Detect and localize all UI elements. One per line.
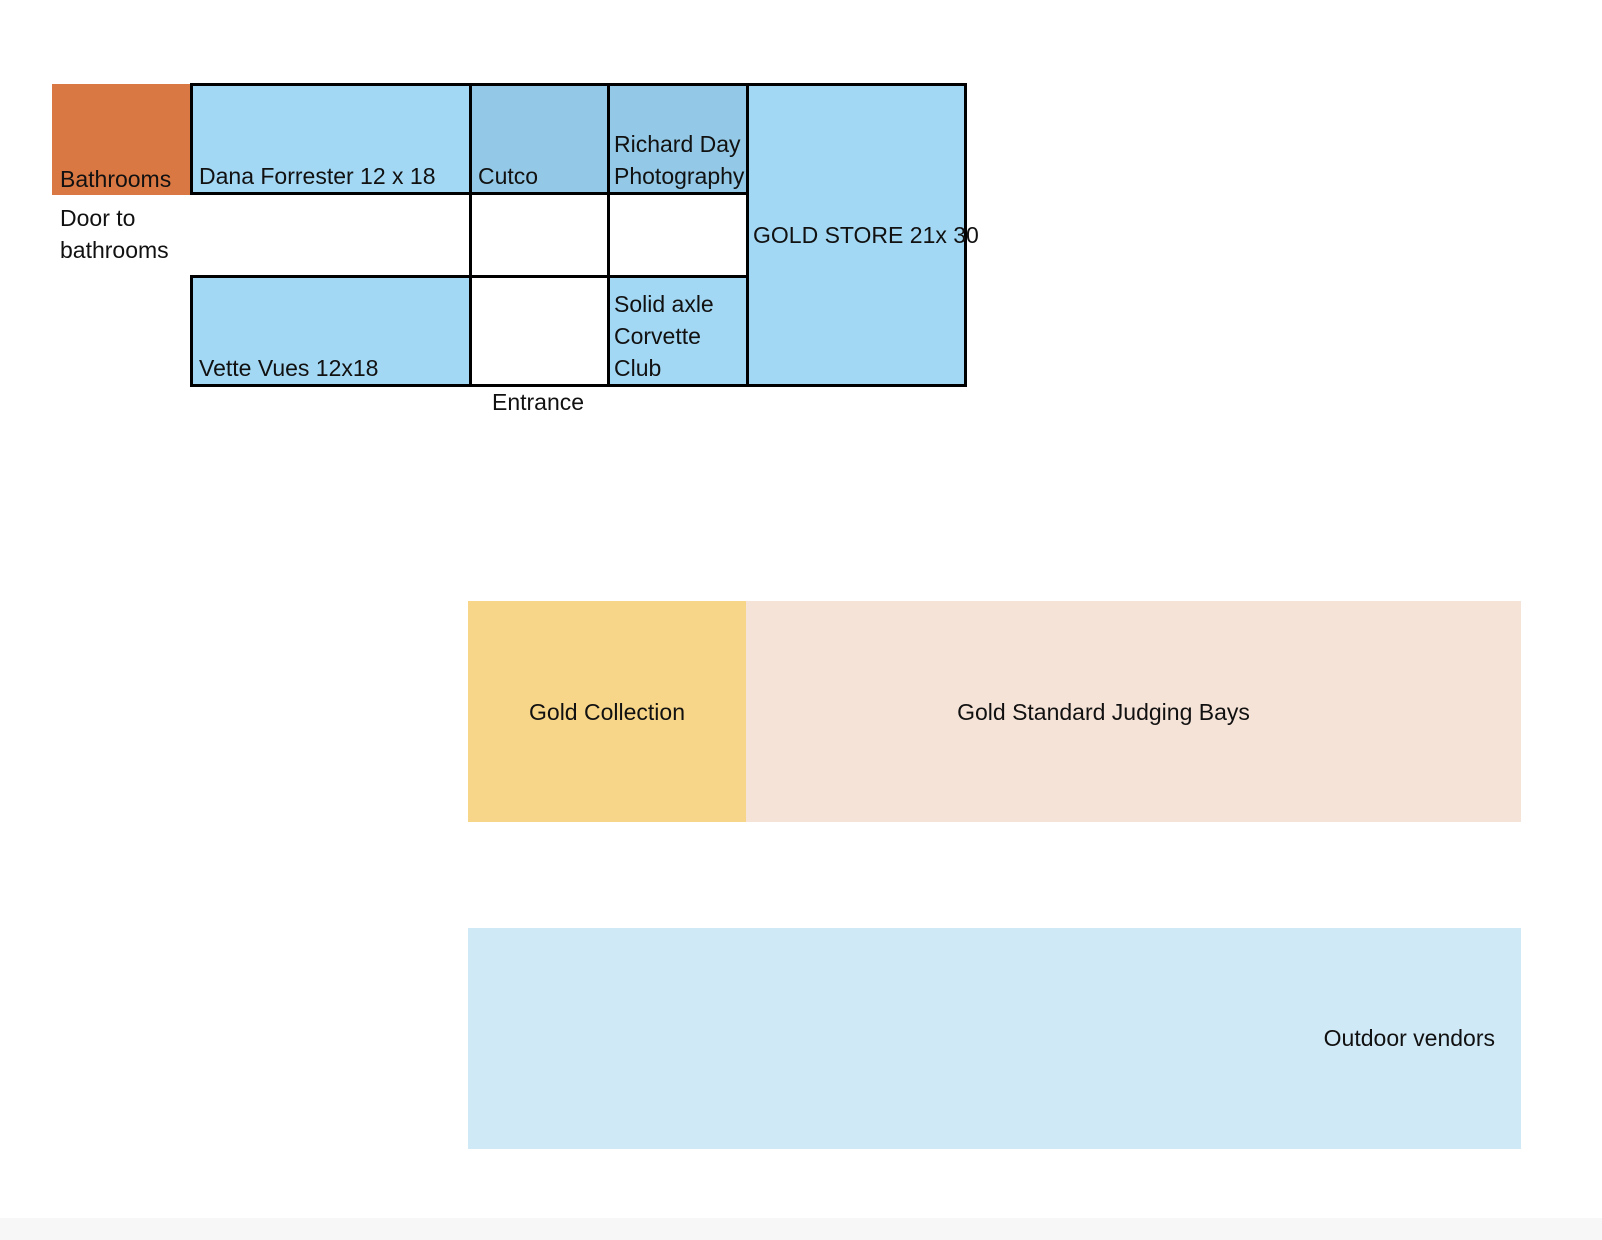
booth-dana-forrester-label: Dana Forrester 12 x 18 [199, 163, 436, 189]
booth-richard-day-line-1: Richard Day [614, 131, 741, 157]
gold-store: GOLD STORE 21x 30 [746, 83, 979, 387]
booth-dana-forrester: Dana Forrester 12 x 18 [190, 83, 472, 195]
gold-collection-label: Gold Collection [529, 698, 685, 725]
door-note-line-1: Door to [60, 205, 136, 231]
empty-cell-middle-2 [607, 192, 749, 279]
booth-richard-day-label: Richard Day Photography [614, 128, 744, 192]
bathrooms-label: Bathrooms [60, 166, 172, 192]
booth-vette-vues-label: Vette Vues 12x18 [199, 355, 379, 381]
door-note-line-2: bathrooms [60, 237, 169, 263]
gold-store-label: GOLD STORE 21x 30 [753, 222, 979, 248]
empty-cell-middle-1 [469, 192, 611, 279]
entrance-label: Entrance [492, 389, 585, 415]
booth-solid-axle-line-2: Corvette [614, 323, 701, 349]
judging-bays-label: Gold Standard Judging Bays [957, 698, 1250, 725]
booth-solid-axle: Solid axle Corvette Club [607, 275, 749, 387]
booth-solid-axle-label: Solid axle Corvette Club [614, 288, 714, 384]
empty-cell-bottom [469, 275, 611, 387]
booth-cutco: Cutco [469, 83, 611, 195]
judging-bays-area: Gold Standard Judging Bays [746, 601, 1521, 822]
gold-collection-area: Gold Collection [468, 601, 746, 822]
outdoor-vendors-area: Outdoor vendors [468, 928, 1521, 1149]
booth-solid-axle-line-3: Club [614, 355, 662, 381]
booth-vette-vues: Vette Vues 12x18 [190, 275, 472, 387]
page-bottom-edge [0, 1218, 1602, 1240]
door-note: Door to bathrooms [60, 202, 169, 266]
booth-solid-axle-line-1: Solid axle [614, 291, 714, 317]
bathrooms-area: Bathrooms [52, 84, 192, 195]
booth-richard-day-line-2: Photography [614, 163, 745, 189]
booth-richard-day: Richard Day Photography [607, 83, 749, 195]
booth-cutco-label: Cutco [478, 163, 539, 189]
outdoor-vendors-label: Outdoor vendors [1323, 1025, 1495, 1051]
